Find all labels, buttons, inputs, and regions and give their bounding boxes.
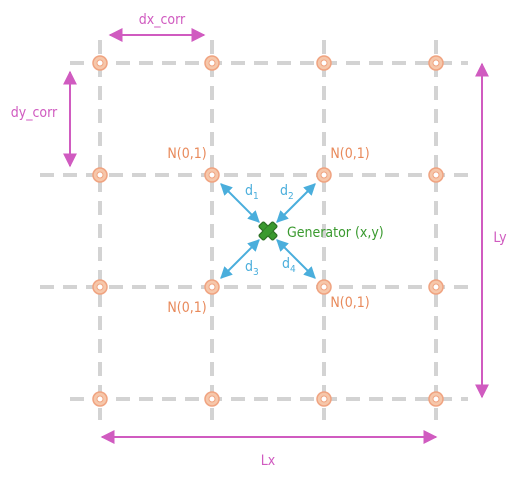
node-label-top-right: N(0,1) — [330, 146, 369, 162]
d1-label: d1 — [245, 183, 259, 202]
grid-node-2-1 — [204, 279, 220, 295]
d4-label: d4 — [282, 256, 296, 275]
node-label-bottom-left: N(0,1) — [167, 300, 206, 316]
grid-node-0-2 — [316, 55, 332, 71]
cross-marker-icon — [258, 221, 278, 241]
grid-node-2-0 — [92, 279, 108, 295]
grid-node-3-1 — [204, 391, 220, 407]
d3-label: d3 — [245, 259, 259, 278]
d1-arrow — [220, 183, 260, 223]
dy-corr-label: dy_corr — [11, 105, 58, 121]
ly-label: Ly — [493, 230, 507, 246]
dimension-arrows — [63, 28, 489, 444]
grid-node-3-0 — [92, 391, 108, 407]
node-label-bottom-right: N(0,1) — [330, 295, 369, 311]
grid-node-0-3 — [428, 55, 444, 71]
grid-node-1-0 — [92, 167, 108, 183]
d4-arrow — [276, 239, 316, 279]
dx-corr-label: dx_corr — [139, 12, 186, 28]
lx-label: Lx — [261, 453, 276, 469]
grid-node-3-2 — [316, 391, 332, 407]
grid-node-0-1 — [204, 55, 220, 71]
node-label-top-left: N(0,1) — [167, 146, 206, 162]
grid-lines — [40, 40, 468, 420]
d2-label: d2 — [280, 183, 294, 202]
grid-node-2-3 — [428, 279, 444, 295]
distance-arrows — [220, 183, 316, 279]
d3-arrow — [220, 239, 260, 279]
d2-arrow — [276, 183, 316, 223]
grid-nodes — [92, 55, 444, 407]
grid-node-1-2 — [316, 167, 332, 183]
grid-node-1-1 — [204, 167, 220, 183]
grid-node-1-3 — [428, 167, 444, 183]
grid-node-2-2 — [316, 279, 332, 295]
generator-label: Generator (x,y) — [287, 225, 384, 241]
grid-node-0-0 — [92, 55, 108, 71]
grid-node-3-3 — [428, 391, 444, 407]
